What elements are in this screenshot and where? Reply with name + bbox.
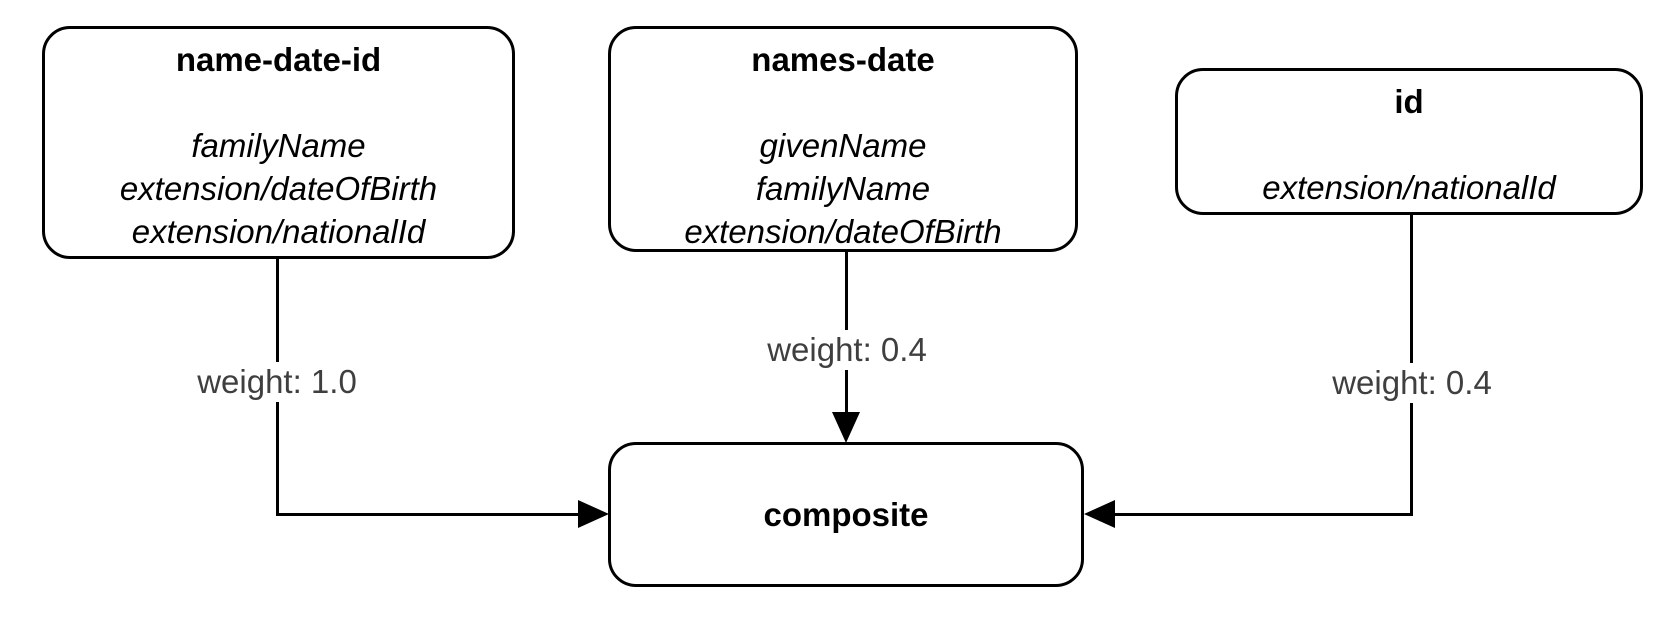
arrowhead-into-composite-left <box>578 500 609 528</box>
edge-weight-label: weight: 1.0 <box>189 362 365 402</box>
node-spacer <box>45 81 512 124</box>
node-attribute: givenName <box>759 127 927 164</box>
edge-weight-label: weight: 0.4 <box>759 330 935 370</box>
edge-id-to-composite-horizontal <box>1114 513 1412 516</box>
node-title: id <box>1394 83 1424 120</box>
node-title: names-date <box>751 41 935 78</box>
node-attribute: familyName <box>191 127 366 164</box>
node-id: id extension/nationalId <box>1175 68 1643 215</box>
node-attribute: familyName <box>755 170 931 207</box>
node-spacer <box>1178 123 1640 166</box>
arrowhead-into-composite-right <box>1084 500 1115 528</box>
node-name-date-id: name-date-id familyName extension/dateOf… <box>42 26 515 259</box>
node-names-date: names-date givenName familyName extensio… <box>608 26 1078 252</box>
node-attribute: extension/dateOfBirth <box>119 170 438 207</box>
node-title: composite <box>763 495 929 533</box>
node-attribute: extension/nationalId <box>131 213 426 250</box>
node-attribute: extension/dateOfBirth <box>684 213 1002 250</box>
edge-weight-label: weight: 0.4 <box>1324 363 1500 403</box>
node-composite: composite <box>608 442 1084 587</box>
node-attribute: extension/nationalId <box>1262 169 1556 206</box>
node-spacer <box>611 81 1075 124</box>
arrowhead-into-composite-top <box>832 412 860 443</box>
edge-name-date-id-to-composite-horizontal <box>276 513 580 516</box>
node-title: name-date-id <box>175 41 382 78</box>
